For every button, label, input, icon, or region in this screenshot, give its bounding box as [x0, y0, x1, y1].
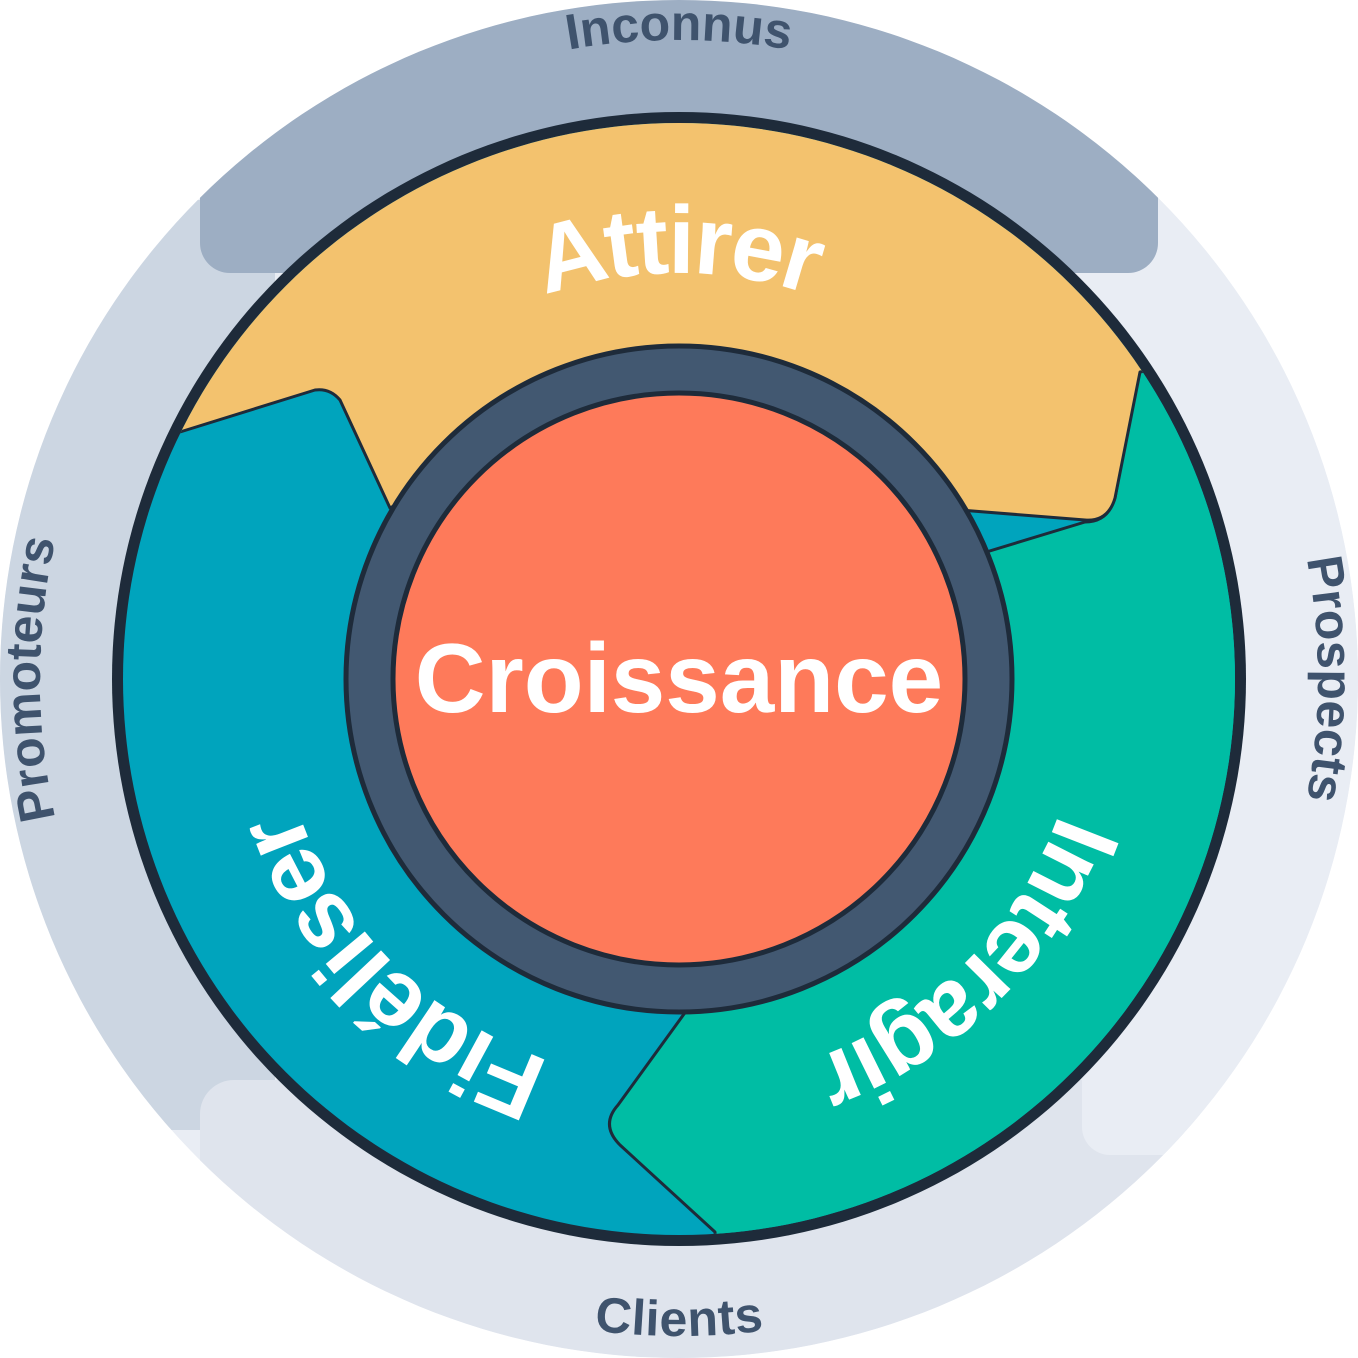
center-circle — [390, 390, 968, 968]
inconnus-label: Inconnus — [561, 0, 796, 60]
center-label: Croissance — [415, 623, 943, 733]
clients-label: Clients — [593, 1286, 765, 1347]
attirer-label: Attirer — [523, 187, 836, 315]
